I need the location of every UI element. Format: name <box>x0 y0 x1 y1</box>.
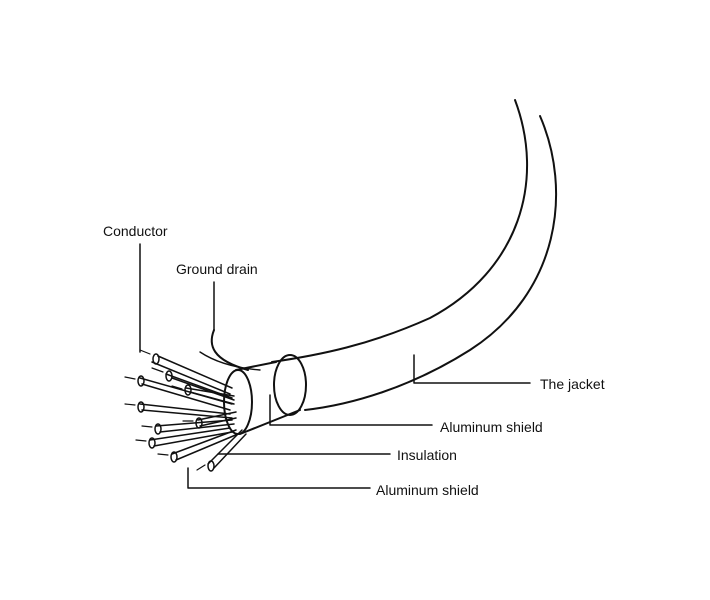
jacket-top-edge <box>271 99 528 363</box>
jacket-bottom-edge <box>304 115 558 411</box>
label-aluminum-shield-inner: Aluminum shield <box>376 482 479 498</box>
ground-drain-wire <box>210 329 249 371</box>
wire-end-caps <box>137 353 215 472</box>
aluminum-shield-band <box>235 361 301 435</box>
label-jacket: The jacket <box>540 376 605 392</box>
label-conductor: Conductor <box>103 223 168 239</box>
wire-bundle <box>139 355 247 469</box>
label-aluminum-shield-outer: Aluminum shield <box>440 419 543 435</box>
jacket-cut-end <box>273 354 307 416</box>
leader-jacket <box>413 354 531 384</box>
conductor-tips <box>124 349 206 471</box>
label-insulation: Insulation <box>397 447 457 463</box>
leader-aluminum-shield-inner <box>187 467 371 489</box>
leader-aluminum-shield-outer <box>269 394 433 426</box>
label-ground-drain: Ground drain <box>176 261 258 277</box>
